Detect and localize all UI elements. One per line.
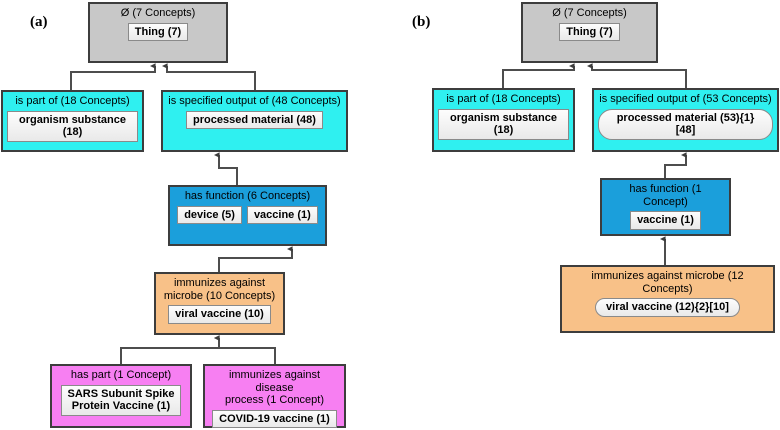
node-extent-label[interactable]: vaccine (1) xyxy=(630,211,701,230)
node-extent-label[interactable]: Thing (7) xyxy=(559,22,620,41)
edge-b-is-part-of-to-thing xyxy=(502,63,575,88)
node-intent-label: immunizes against disease process (1 Con… xyxy=(224,369,325,406)
node-extent-group: COVID-19 vaccine (1) xyxy=(209,409,340,428)
panel-label-a: (a) xyxy=(30,14,48,30)
node-extent-label[interactable]: COVID-19 vaccine (1) xyxy=(212,409,337,428)
edge-b-is-specified-output-of-to-thing xyxy=(587,63,687,88)
node-extent-group: device (5)vaccine (1) xyxy=(174,205,321,224)
node-extent-label[interactable]: Thing (7) xyxy=(127,22,189,41)
node-extent-group: Thing (7) xyxy=(527,22,652,41)
concept-node-immunizes-against-microbe[interactable]: immunizes against microbe (10 Concepts) v… xyxy=(154,272,285,335)
node-extent-group: organism substance (18) xyxy=(7,110,138,142)
edge-immunizes-disease-to-immunizes-microbe xyxy=(214,335,276,364)
node-intent-label: immunizes against microbe (10 Concepts) xyxy=(163,277,276,302)
concept-node-immunizes-against-microbe[interactable]: immunizes against microbe (12 Concepts) v… xyxy=(560,265,775,333)
node-extent-label[interactable]: vaccine (1) xyxy=(246,205,318,224)
node-extent-group: processed material (48) xyxy=(167,110,342,129)
node-extent-group: viral vaccine (10) xyxy=(160,305,279,324)
node-intent-label: is part of (18 Concepts) xyxy=(15,95,130,107)
node-extent-label[interactable]: organism substance (18) xyxy=(438,108,569,140)
edge-has-function-to-is-specified-output-of xyxy=(214,152,238,185)
node-extent-group: vaccine (1) xyxy=(606,211,725,230)
concept-node-has-function[interactable]: has function (6 Concepts) device (5)vacci… xyxy=(168,185,327,246)
node-extent-group: processed material (53){1}[48] xyxy=(598,108,773,140)
node-extent-label[interactable]: SARS Subunit Spike Protein Vaccine (1) xyxy=(60,384,182,416)
node-intent-label: Ø (7 Concepts) xyxy=(552,7,627,19)
node-extent-group: organism substance (18) xyxy=(438,108,569,140)
node-extent-label[interactable]: viral vaccine (12){2}[10] xyxy=(595,298,740,317)
node-extent-group: SARS Subunit Spike Protein Vaccine (1) xyxy=(56,384,186,416)
edge-immunizes-microbe-to-has-function xyxy=(218,246,293,272)
concept-node-is-specified-output-of[interactable]: is specified output of (48 Concepts) proc… xyxy=(161,90,348,152)
node-intent-label: has function (1 Concept) xyxy=(629,183,702,208)
concept-node-has-part[interactable]: has part (1 Concept) SARS Subunit Spike P… xyxy=(50,364,192,428)
edge-is-part-of-to-thing xyxy=(70,63,156,90)
concept-node-thing[interactable]: Ø (7 Concepts) Thing (7) xyxy=(521,2,658,63)
node-extent-label[interactable]: device (5) xyxy=(177,205,242,224)
node-extent-label[interactable]: viral vaccine (10) xyxy=(168,305,271,324)
node-intent-label: is specified output of (53 Concepts) xyxy=(599,93,772,105)
node-intent-label: Ø (7 Concepts) xyxy=(120,7,196,19)
node-extent-label[interactable]: organism substance (18) xyxy=(7,110,138,142)
concept-node-is-part-of[interactable]: is part of (18 Concepts) organism substan… xyxy=(1,90,144,152)
node-intent-label: immunizes against microbe (12 Concepts) xyxy=(591,270,744,295)
concept-node-thing[interactable]: Ø (7 Concepts) Thing (7) xyxy=(88,2,228,63)
concept-node-has-function[interactable]: has function (1 Concept) vaccine (1) xyxy=(600,178,731,236)
node-extent-group: Thing (7) xyxy=(94,22,222,41)
edge-b-has-function-to-is-specified-output-of xyxy=(664,152,687,178)
node-intent-label: is specified output of (48 Concepts) xyxy=(168,95,341,107)
concept-node-immunizes-against-disease-process[interactable]: immunizes against disease process (1 Con… xyxy=(203,364,346,428)
edge-is-specified-output-of-to-thing xyxy=(162,63,256,90)
concept-node-is-part-of[interactable]: is part of (18 Concepts) organism substan… xyxy=(432,88,575,152)
node-extent-label[interactable]: processed material (53){1}[48] xyxy=(598,108,773,140)
node-intent-label: has part (1 Concept) xyxy=(70,369,172,381)
node-intent-label: is part of (18 Concepts) xyxy=(446,93,561,105)
panel-label-b: (b) xyxy=(412,14,431,30)
concept-node-is-specified-output-of[interactable]: is specified output of (53 Concepts) proc… xyxy=(592,88,779,152)
node-intent-label: has function (6 Concepts) xyxy=(184,190,311,202)
node-extent-label[interactable]: processed material (48) xyxy=(186,110,323,129)
node-extent-group: viral vaccine (12){2}[10] xyxy=(566,298,769,317)
edge-has-part-to-immunizes-microbe xyxy=(120,335,220,364)
